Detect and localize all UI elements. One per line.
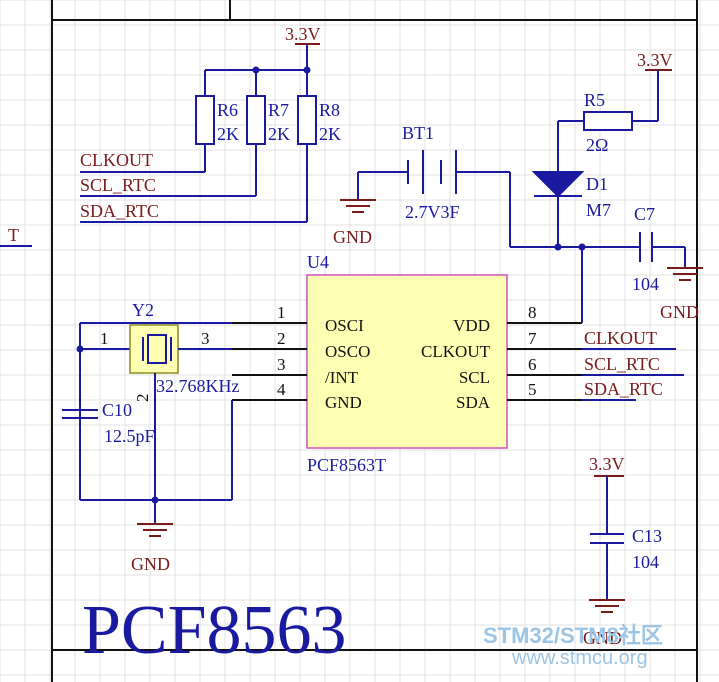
left-edge-net: T xyxy=(0,225,32,247)
net-label-scl-right: SCL_RTC xyxy=(584,354,660,374)
gnd-label-battery: GND xyxy=(333,227,372,247)
pin-name-sda: SDA xyxy=(456,393,491,412)
pin-name-gnd: GND xyxy=(325,393,362,412)
capacitor-c7: C7 104 GND xyxy=(632,204,703,322)
pin-num: 2 xyxy=(277,329,286,348)
junction-dot xyxy=(76,345,84,353)
net-label-scl-left: SCL_RTC xyxy=(80,175,156,195)
d1-value: M7 xyxy=(586,200,611,220)
pin-name-osci: OSCI xyxy=(325,316,364,335)
pin-num: 1 xyxy=(277,303,286,322)
r6-value: 2K xyxy=(217,124,239,144)
c10-value: 12.5pF xyxy=(104,426,155,446)
net-label-sda-right: SDA_RTC xyxy=(584,379,663,399)
left-edge-label: T xyxy=(8,225,19,245)
y2-pin-2: 2 xyxy=(133,394,152,403)
c10-ref: C10 xyxy=(102,400,132,420)
net-label-clkout-left: CLKOUT xyxy=(80,150,153,170)
r8-ref: R8 xyxy=(319,100,340,120)
u4-ref: U4 xyxy=(307,252,329,272)
gnd-label-c13: GND xyxy=(583,628,622,648)
pin-num: 3 xyxy=(277,355,286,374)
c7-value: 104 xyxy=(632,274,659,294)
power-label-pullups: 3.3V xyxy=(285,24,321,44)
charge-path: 3.3V R5 2Ω D1 M7 xyxy=(510,50,673,251)
power-label-top-right: 3.3V xyxy=(637,50,673,70)
junction-dot xyxy=(554,243,562,251)
y2-pin-1: 1 xyxy=(100,329,109,348)
pullup-resistor-group: 3.3V R6 2K R7 2K R8 2K CLKOUT SCL_RTC SD… xyxy=(80,24,341,223)
pin-num: 8 xyxy=(528,303,537,322)
r5-ref: R5 xyxy=(584,90,605,110)
ic-u4: U4 PCF8563T 1 2 3 4 OSCI OSCO /INT GND 8… xyxy=(232,247,684,475)
r8-value: 2K xyxy=(319,124,341,144)
battery-bt1: BT1 2.7V3F GND xyxy=(333,123,511,247)
r7-ref: R7 xyxy=(268,100,289,120)
pin-num: 6 xyxy=(528,355,537,374)
gnd-label-crystal: GND xyxy=(131,554,170,574)
resistor-r8 xyxy=(297,95,317,145)
gnd-label-c7: GND xyxy=(660,302,699,322)
c13-value: 104 xyxy=(632,552,659,572)
c7-ref: C7 xyxy=(634,204,655,224)
y2-pin-3: 3 xyxy=(201,329,210,348)
pin-num: 4 xyxy=(277,380,286,399)
resistor-r5 xyxy=(583,111,633,131)
pin-num: 7 xyxy=(528,329,537,348)
pin-name-clkout: CLKOUT xyxy=(421,342,491,361)
r6-ref: R6 xyxy=(217,100,238,120)
watermark-line-1: STM32/STM8社区 xyxy=(483,623,663,648)
pin-name-scl: SCL xyxy=(459,368,490,387)
resistor-r7 xyxy=(246,95,266,145)
r7-value: 2K xyxy=(268,124,290,144)
pin-name-int: /INT xyxy=(325,368,359,387)
r5-value: 2Ω xyxy=(586,135,608,155)
y2-ref: Y2 xyxy=(132,300,154,320)
net-label-sda-left: SDA_RTC xyxy=(80,201,159,221)
pin-name-osco: OSCO xyxy=(325,342,370,361)
power-label-bottom-right: 3.3V xyxy=(589,454,625,474)
oscillator-circuit: Y2 1 3 2 32.768KHz C10 12.5pF GND xyxy=(62,300,240,574)
d1-ref: D1 xyxy=(586,174,608,194)
bt1-value: 2.7V3F xyxy=(405,202,460,222)
pin-name-vdd: VDD xyxy=(453,316,490,335)
diode-d1 xyxy=(531,171,585,198)
capacitor-c13: 3.3V C13 104 GND xyxy=(583,454,662,648)
u4-part-number: PCF8563T xyxy=(307,455,386,475)
y2-value: 32.768KHz xyxy=(156,376,240,396)
resistor-r6 xyxy=(195,95,215,145)
watermark-line-2: www.stmcu.org xyxy=(511,647,648,669)
ic-body xyxy=(306,274,508,449)
sheet-border xyxy=(51,0,698,682)
bt1-ref: BT1 xyxy=(402,123,434,143)
pin-num: 5 xyxy=(528,380,537,399)
sheet-title: PCF8563 xyxy=(82,592,347,669)
net-label-clkout-right: CLKOUT xyxy=(584,328,657,348)
c13-ref: C13 xyxy=(632,526,662,546)
